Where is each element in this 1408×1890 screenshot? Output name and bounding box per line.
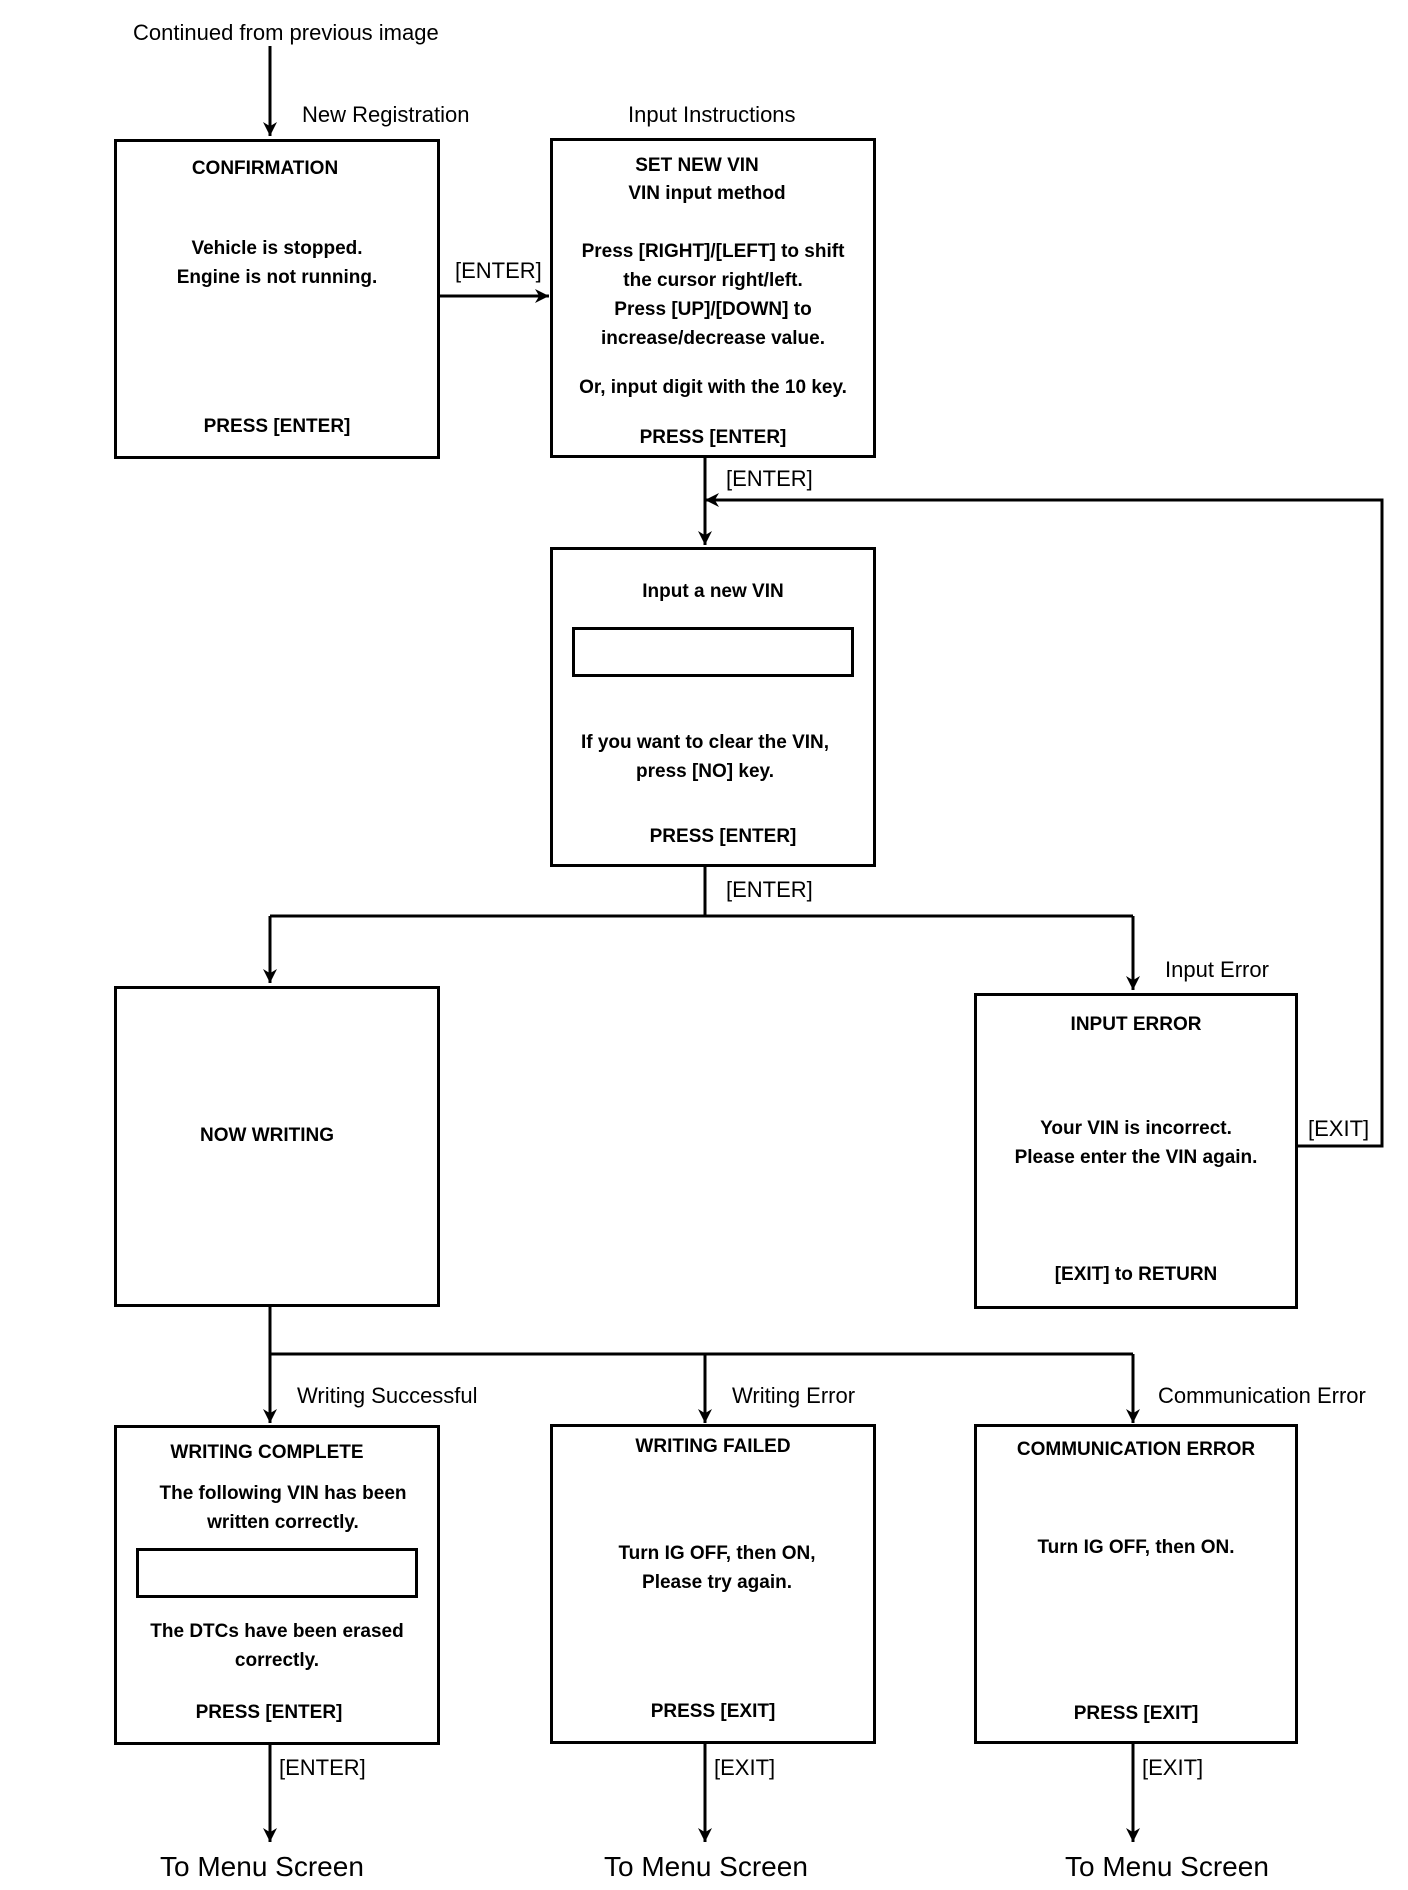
set-new-vin-box: SET NEW VIN VIN input method Press [RIGH… (550, 138, 876, 458)
enter-label-2: [ENTER] (726, 466, 813, 491)
confirmation-box: CONFIRMATION Vehicle is stopped. Engine … (114, 139, 440, 459)
communication-error-footer: PRESS [EXIT] (1073, 1703, 1199, 1724)
communication-error-body: Turn IG OFF, then ON. (1037, 1537, 1235, 1558)
menu-screen-link-center: To Menu Screen (604, 1851, 808, 1882)
now-writing-title: NOW WRITING (199, 1125, 335, 1146)
writing-successful-label: Writing Successful (297, 1383, 478, 1408)
vin-input-field[interactable] (572, 627, 854, 677)
writing-complete-title: WRITING COMPLETE (170, 1442, 364, 1463)
set-new-vin-subtitle: VIN input method (628, 183, 786, 204)
exit-label-2: [EXIT] (1142, 1755, 1204, 1780)
exit-label-1: [EXIT] (714, 1755, 776, 1780)
writing-failed-box: WRITING FAILED Turn IG OFF, then ON, Ple… (550, 1424, 876, 1744)
input-error-body: Your VIN is incorrect. Please enter the … (1014, 1118, 1258, 1168)
written-vin-field (136, 1548, 418, 1598)
exit-loop-line (705, 493, 1384, 1148)
writing-error-label: Writing Error (732, 1383, 856, 1408)
writing-failed-footer: PRESS [EXIT] (650, 1701, 776, 1722)
writing-complete-footer: PRESS [ENTER] (195, 1702, 343, 1723)
menu-screen-link-right: To Menu Screen (1065, 1851, 1269, 1882)
set-new-vin-title: SET NEW VIN (635, 155, 759, 176)
writing-complete-body: The following VIN has been written corre… (159, 1483, 407, 1533)
new-registration-label: New Registration (302, 102, 470, 127)
input-error-box: INPUT ERROR Your VIN is incorrect. Pleas… (974, 993, 1298, 1309)
enter-label-1: [ENTER] (455, 258, 542, 283)
input-error-title: INPUT ERROR (1070, 1014, 1202, 1035)
input-vin-box: Input a new VIN If you want to clear the… (550, 547, 876, 867)
input-error-label: Input Error (1165, 957, 1269, 982)
enter-label-4: [ENTER] (279, 1755, 366, 1780)
input-vin-title: Input a new VIN (642, 581, 784, 602)
confirmation-title: CONFIRMATION (191, 158, 339, 179)
set-new-vin-footer: PRESS [ENTER] (639, 427, 787, 448)
communication-error-box: COMMUNICATION ERROR Turn IG OFF, then ON… (974, 1424, 1298, 1744)
continued-label: Continued from previous image (133, 20, 439, 45)
exit-loop-label: [EXIT] (1308, 1116, 1370, 1141)
input-vin-body: If you want to clear the VIN, press [NO]… (580, 732, 830, 782)
enter-label-3: [ENTER] (726, 877, 813, 902)
input-vin-footer: PRESS [ENTER] (649, 826, 797, 847)
now-writing-box: NOW WRITING (114, 986, 440, 1307)
set-new-vin-note: Or, input digit with the 10 key. (579, 377, 847, 398)
communication-error-title: COMMUNICATION ERROR (1016, 1439, 1256, 1460)
writing-failed-title: WRITING FAILED (635, 1436, 791, 1457)
confirmation-body: Vehicle is stopped. Engine is not runnin… (176, 238, 378, 288)
confirmation-footer: PRESS [ENTER] (203, 416, 351, 437)
set-new-vin-body: Press [RIGHT]/[LEFT] to shift the cursor… (581, 241, 845, 349)
input-error-footer: [EXIT] to RETURN (1054, 1264, 1218, 1285)
writing-complete-box: WRITING COMPLETE The following VIN has b… (114, 1425, 440, 1745)
writing-complete-note: The DTCs have been erased correctly. (150, 1621, 404, 1671)
input-instructions-label: Input Instructions (628, 102, 796, 127)
communication-error-label: Communication Error (1158, 1383, 1366, 1408)
writing-failed-body: Turn IG OFF, then ON, Please try again. (618, 1543, 816, 1593)
menu-screen-link-left: To Menu Screen (160, 1851, 364, 1882)
